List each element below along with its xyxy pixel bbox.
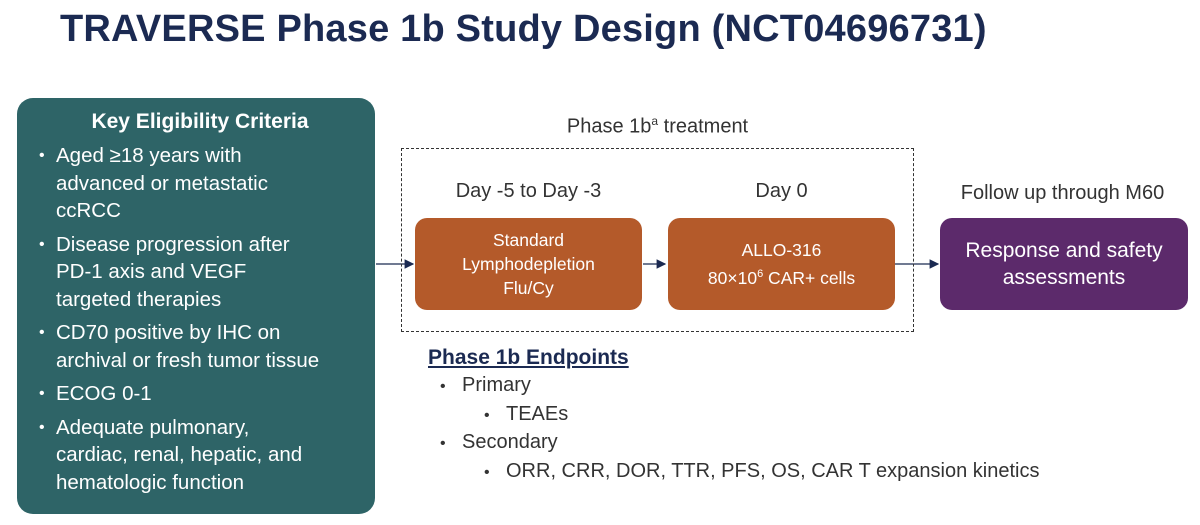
bullet-icon: • — [39, 324, 45, 341]
endpoints-section: Phase 1b Endpoints •Primary •TEAEs •Seco… — [428, 346, 1168, 486]
bullet-icon: • — [440, 435, 446, 452]
eligibility-heading: Key Eligibility Criteria — [91, 110, 309, 133]
lymphodepletion-box: Standard Lymphodepletion Flu/Cy — [415, 218, 642, 310]
endpoints-title: Phase 1b Endpoints — [428, 346, 629, 369]
followup-label: Follow up through M60 — [960, 182, 1165, 204]
bullet-icon: • — [440, 378, 446, 395]
page-title: TRAVERSE Phase 1b Study Design (NCT04696… — [60, 8, 987, 50]
treatment-region — [401, 148, 914, 332]
endpoint-secondary-item: •ORR, CRR, DOR, TTR, PFS, OS, CAR T expa… — [428, 458, 1168, 487]
bullet-icon: • — [484, 406, 490, 424]
eligibility-panel: Key Eligibility Criteria •Aged ≥18 years… — [17, 98, 375, 514]
bullet-icon: • — [39, 418, 45, 436]
bullet-icon: • — [484, 463, 490, 481]
treatment-label: Phase 1ba treatment — [566, 114, 749, 138]
allo316-box: ALLO-316 80×106 CAR+ cells — [668, 218, 895, 310]
bullet-icon: • — [39, 147, 45, 164]
followup-box: Response and safety assessments — [940, 218, 1188, 310]
eligibility-item: •Adequate pulmonary,cardiac, renal, hepa… — [39, 415, 303, 494]
day-label-lymphodepletion: Day -5 to Day -3 — [455, 180, 602, 202]
endpoint-primary-item: •TEAEs — [428, 401, 1168, 430]
endpoint-secondary: •Secondary — [428, 429, 1168, 458]
day-label-infusion: Day 0 — [755, 180, 808, 202]
eligibility-item: •ECOG 0-1 — [39, 380, 361, 408]
bullet-icon: • — [39, 385, 45, 402]
endpoint-primary: •Primary — [428, 372, 1168, 401]
bullet-icon: • — [39, 235, 45, 253]
